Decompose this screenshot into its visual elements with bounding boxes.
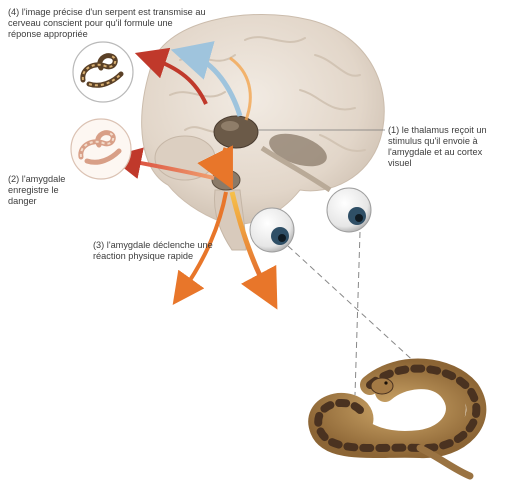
snake-eye [384, 381, 387, 384]
snake-head [371, 378, 393, 394]
thalamus [214, 116, 258, 148]
label-step-2-line-1: (2) l'amygdale [8, 174, 78, 185]
sight-line-right [355, 232, 360, 395]
snake-body [318, 369, 476, 449]
label-step-3: (3) l'amygdale déclenche une réaction ph… [93, 240, 233, 262]
label-step-3-line-2: réaction physique rapide [93, 251, 233, 262]
label-step-2: (2) l'amygdale enregistre le danger [8, 174, 78, 207]
label-step-4-line-2: cerveau conscient pour qu'il formule une [8, 18, 218, 29]
label-step-1-line-2: stimulus qu'il envoie à [388, 136, 506, 147]
label-step-1: (1) le thalamus reçoit un stimulus qu'il… [388, 125, 506, 169]
label-step-1-line-1: (1) le thalamus reçoit un [388, 125, 506, 136]
left-eye [250, 208, 294, 252]
sight-line-left [288, 246, 432, 378]
label-step-3-line-1: (3) l'amygdale déclenche une [93, 240, 233, 251]
snake-thumbnail-amygdala [71, 119, 131, 179]
right-eye [327, 188, 371, 232]
label-step-2-line-2: enregistre le [8, 185, 78, 196]
label-step-2-line-3: danger [8, 196, 78, 207]
snake-thumbnail-conscious [73, 42, 133, 102]
amygdala [212, 170, 240, 190]
label-step-4: (4) l'image précise d'un serpent est tra… [8, 7, 218, 40]
label-step-4-line-3: réponse appropriée [8, 29, 218, 40]
snake [318, 369, 476, 476]
thalamus-highlight [221, 121, 239, 131]
label-step-1-line-3: l'amygdale et au cortex visuel [388, 147, 506, 169]
label-step-4-line-1: (4) l'image précise d'un serpent est tra… [8, 7, 218, 18]
